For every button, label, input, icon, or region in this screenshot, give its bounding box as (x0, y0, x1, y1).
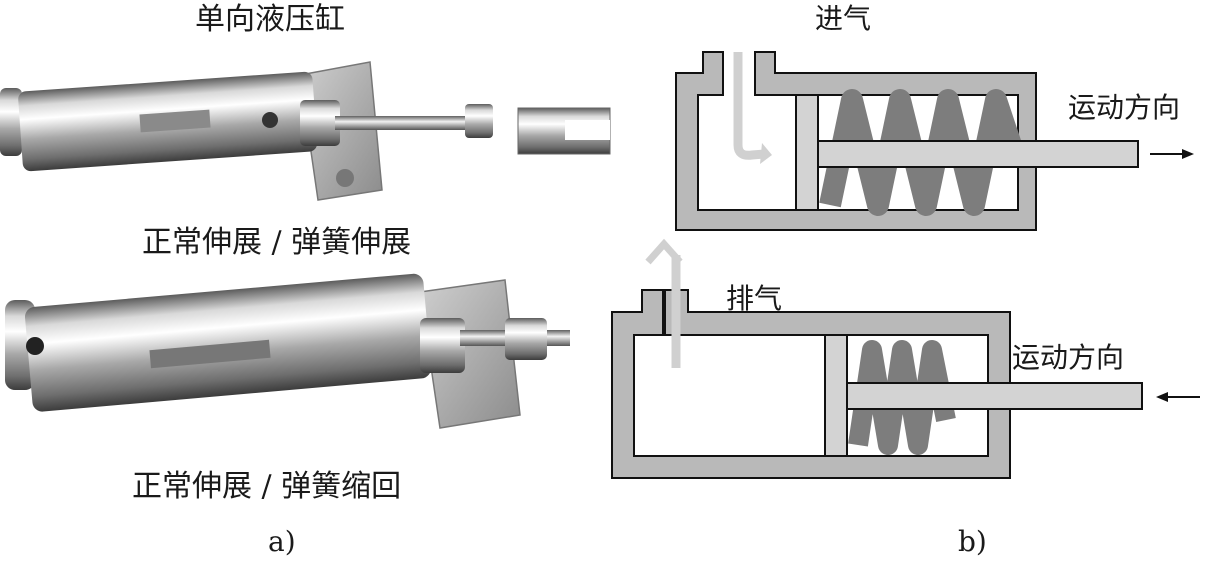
cylinder-photo-1 (0, 61, 611, 201)
motion-label-bottom: 运动方向 (1012, 341, 1125, 374)
panel-b-sublabel: b) (958, 525, 987, 558)
exhaust-label: 排气 (726, 282, 783, 315)
photo1-title: 单向液压缸 (195, 2, 345, 37)
photo2-caption: 正常伸展 / 弹簧缩回 (132, 469, 402, 504)
cylinder-photo-2 (5, 273, 570, 429)
spring-coil-compressed (848, 340, 956, 455)
intake-label: 进气 (815, 2, 872, 35)
motion-label-top: 运动方向 (1068, 91, 1181, 124)
panel-a-sublabel: a) (268, 525, 296, 558)
spring-coil (819, 89, 1027, 216)
photo1-caption: 正常伸展 / 弹簧伸展 (142, 225, 412, 260)
diagram-bottom-exhaust (611, 238, 1200, 479)
diagram-top-intake (675, 51, 1194, 231)
